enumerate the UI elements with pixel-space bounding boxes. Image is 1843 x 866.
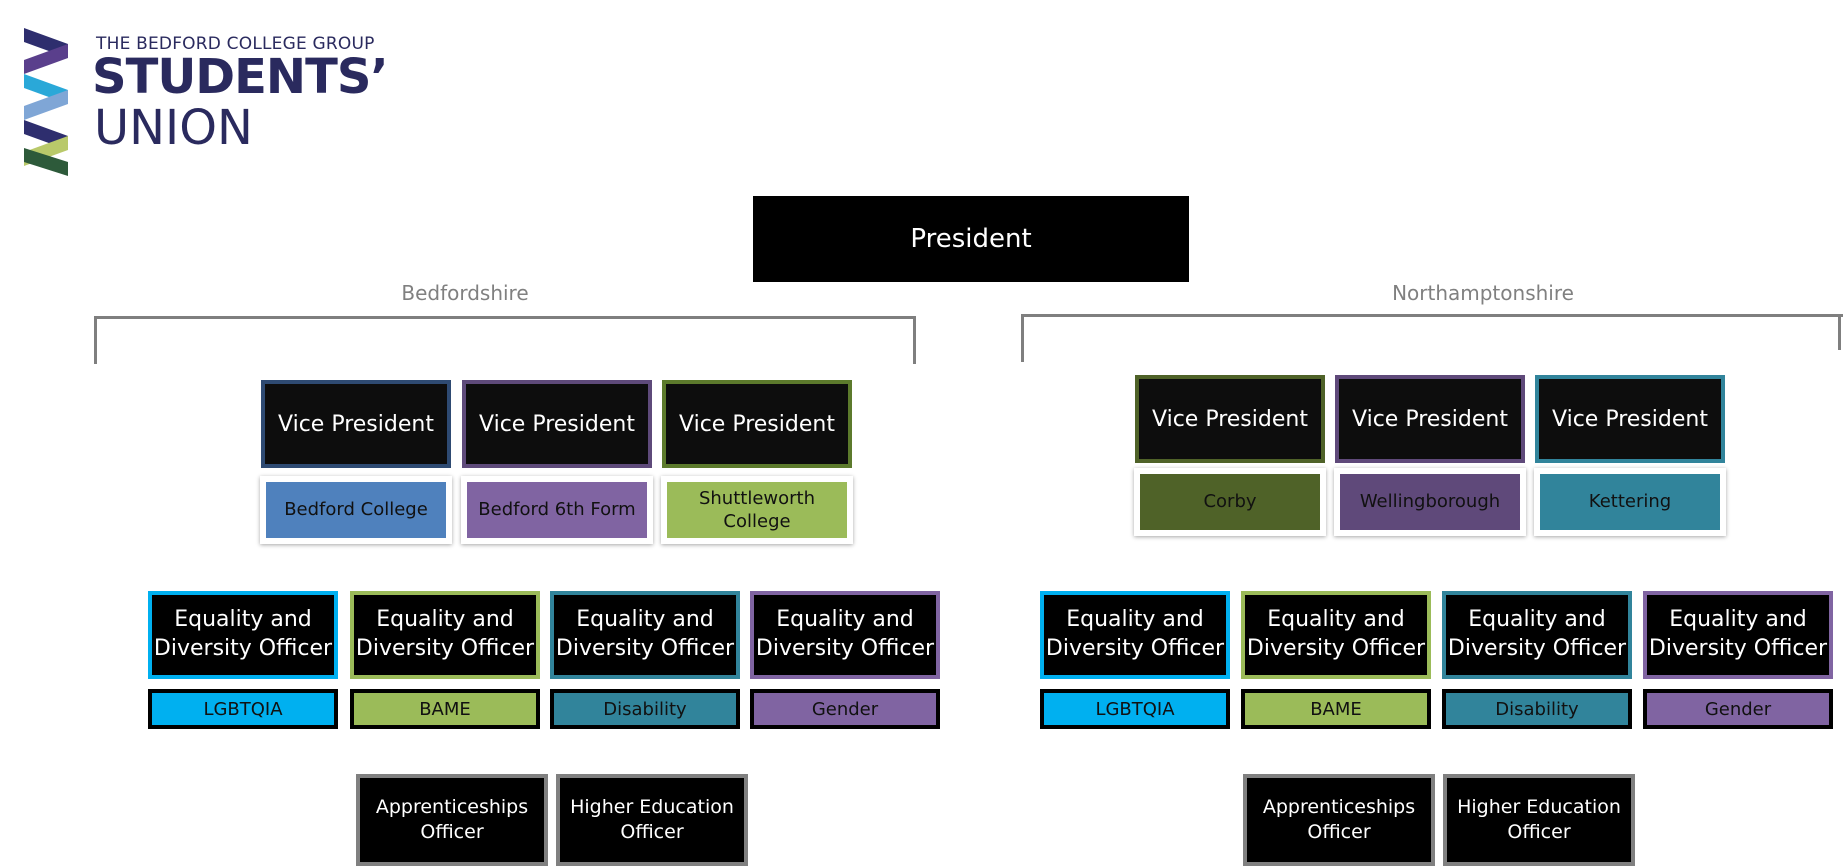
campus-corby: Corby <box>1140 474 1320 530</box>
logo-line3: UNION <box>94 100 253 156</box>
campus-bedford-college: Bedford College <box>266 482 446 538</box>
logo-line2: STUDENTS’ <box>92 49 389 105</box>
edo-box-bame: Equality and Diversity Officer <box>1241 591 1431 679</box>
bracket-right-end <box>1838 314 1841 350</box>
logo: THE BEDFORD COLLEGE GROUP STUDENTS’ UNIO… <box>24 28 389 178</box>
higher-education-officer-box: Higher Education Officer <box>556 774 748 866</box>
logo-stripe <box>24 90 68 120</box>
tag-bame: BAME <box>350 689 540 729</box>
campus-card: Corby <box>1134 468 1326 536</box>
edo-box-lgbtqia: Equality and Diversity Officer <box>148 591 338 679</box>
vp-box-bedford-college: Vice President <box>261 380 451 468</box>
vp-box-shuttleworth: Vice President <box>662 380 852 468</box>
tag-lgbtqia: LGBTQIA <box>1040 689 1230 729</box>
tag-disability: Disability <box>1442 689 1632 729</box>
edo-box-gender: Equality and Diversity Officer <box>750 591 940 679</box>
vp-box-kettering: Vice President <box>1535 375 1725 463</box>
campus-card: Bedford 6th Form <box>461 476 653 544</box>
vp-box-corby: Vice President <box>1135 375 1325 463</box>
tag-lgbtqia: LGBTQIA <box>148 689 338 729</box>
campus-card: Wellingborough <box>1334 468 1526 536</box>
logo-stripe <box>24 44 68 74</box>
vp-box-wellingborough: Vice President <box>1335 375 1525 463</box>
vp-box-bedford-6th-form: Vice President <box>462 380 652 468</box>
edo-box-disability: Equality and Diversity Officer <box>1442 591 1632 679</box>
region-label-bedfordshire: Bedfordshire <box>401 281 529 305</box>
edo-box-bame: Equality and Diversity Officer <box>350 591 540 679</box>
president-box: President <box>753 196 1189 282</box>
logo-chevron-icon <box>24 28 68 176</box>
edo-box-disability: Equality and Diversity Officer <box>550 591 740 679</box>
campus-card: Kettering <box>1534 468 1726 536</box>
campus-kettering: Kettering <box>1540 474 1720 530</box>
bracket-bedfordshire <box>94 316 916 364</box>
campus-wellingborough: Wellingborough <box>1340 474 1520 530</box>
campus-card: Shuttleworth College <box>661 476 853 544</box>
tag-disability: Disability <box>550 689 740 729</box>
edo-box-gender: Equality and Diversity Officer <box>1643 591 1833 679</box>
tag-bame: BAME <box>1241 689 1431 729</box>
campus-shuttleworth: Shuttleworth College <box>667 482 847 538</box>
campus-bedford-6th-form: Bedford 6th Form <box>467 482 647 538</box>
tag-gender: Gender <box>1643 689 1833 729</box>
tag-gender: Gender <box>750 689 940 729</box>
campus-card: Bedford College <box>260 476 452 544</box>
region-label-northamptonshire: Northamptonshire <box>1392 281 1574 305</box>
apprenticeships-officer-box: Apprenticeships Officer <box>1243 774 1435 866</box>
apprenticeships-officer-box: Apprenticeships Officer <box>356 774 548 866</box>
edo-box-lgbtqia: Equality and Diversity Officer <box>1040 591 1230 679</box>
higher-education-officer-box: Higher Education Officer <box>1443 774 1635 866</box>
bracket-northamptonshire <box>1021 314 1843 362</box>
logo-stripe <box>24 148 68 176</box>
logo-line1: THE BEDFORD COLLEGE GROUP <box>96 34 375 54</box>
